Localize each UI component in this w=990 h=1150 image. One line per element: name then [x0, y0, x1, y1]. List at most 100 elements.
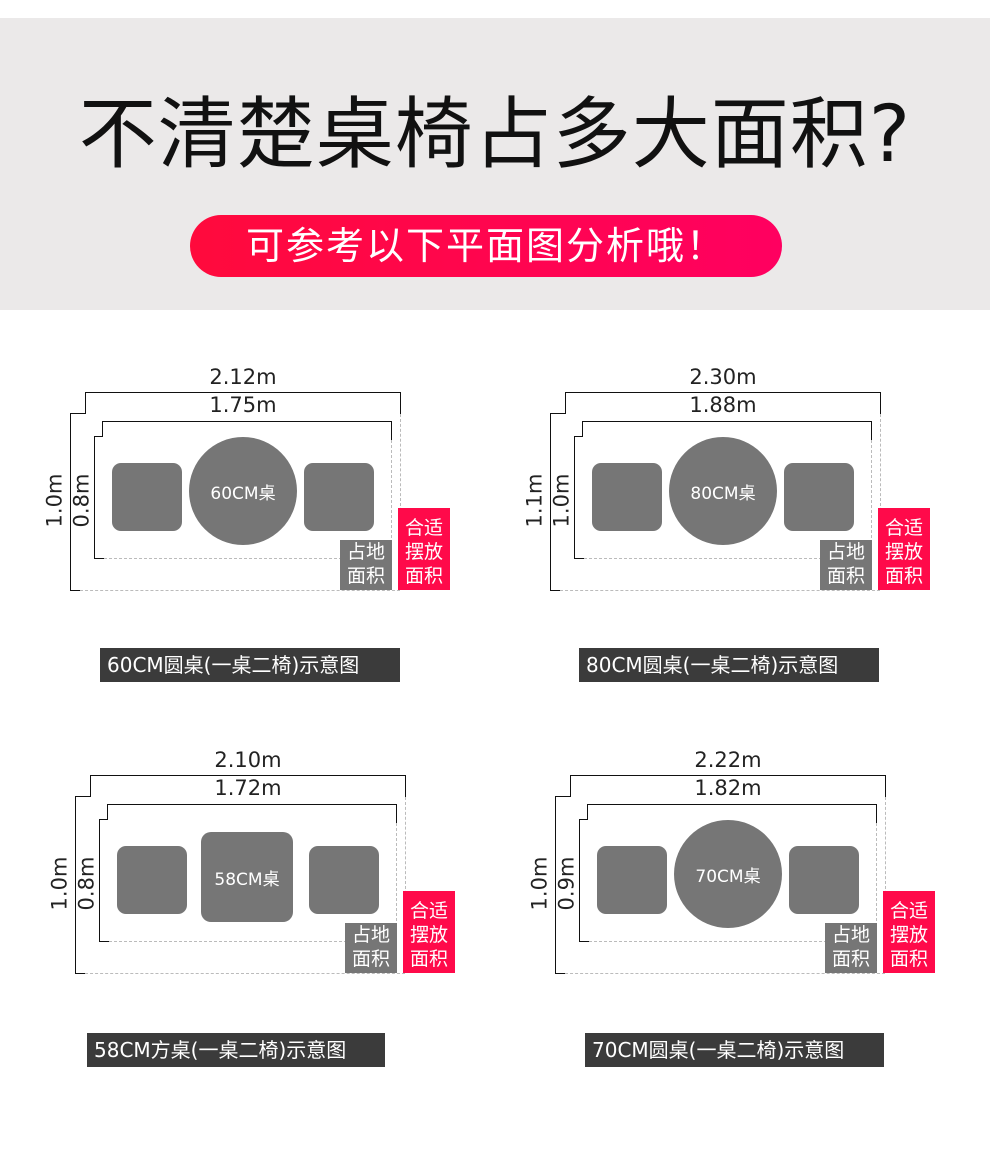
suitable-line-2: 摆放	[404, 541, 443, 563]
inner-depth-label: 1.0m	[549, 473, 574, 528]
suitable-line-1: 合适	[404, 517, 443, 539]
table-label: 60CM桌	[210, 483, 276, 504]
inner-bottom-tick	[579, 941, 589, 942]
inner-width-label: 1.82m	[694, 776, 762, 800]
suitable-line-1: 合适	[884, 517, 923, 539]
floor-plan-panel: 2.10m 1.72m 1.0m 0.8m 58CM桌 占地 面积 合适 摆放 …	[48, 743, 475, 1073]
outer-depth-label: 1.0m	[47, 856, 72, 911]
outer-left-line	[550, 413, 551, 590]
table-label: 70CM桌	[695, 866, 761, 887]
suitable-area-tag: 合适 摆放 面积	[398, 508, 450, 590]
floor-plan-panel: 2.12m 1.75m 1.0m 0.8m 60CM桌 占地 面积 合适 摆放 …	[43, 360, 470, 690]
outer-step	[555, 796, 571, 797]
table-round: 80CM桌	[669, 437, 777, 545]
outer-top-line	[90, 775, 406, 776]
outer-right-line	[885, 775, 886, 797]
outer-width-label: 2.30m	[689, 365, 757, 389]
footprint-line-2: 面积	[351, 948, 390, 970]
inner-depth-label: 0.9m	[554, 856, 579, 911]
inner-step	[574, 436, 583, 437]
table-round: 60CM桌	[189, 437, 297, 545]
inner-step	[587, 804, 588, 819]
outer-step	[90, 775, 91, 796]
outer-bottom-tick	[550, 590, 560, 591]
outer-depth-label: 1.0m	[527, 856, 552, 911]
outer-step	[565, 392, 566, 413]
table-label: 80CM桌	[690, 483, 756, 504]
outer-step	[570, 775, 571, 796]
inner-top-line	[102, 421, 392, 422]
chair-right	[789, 846, 859, 914]
inner-right-dashed	[871, 440, 872, 558]
footprint-line-1: 占地	[351, 924, 390, 946]
outer-bottom-tick	[70, 590, 80, 591]
suitable-area-tag: 合适 摆放 面积	[403, 891, 455, 973]
suitable-line-1: 合适	[889, 900, 928, 922]
diagram-caption: 60CM圆桌(一桌二椅)示意图	[100, 648, 400, 682]
outer-bottom-dashed	[560, 590, 880, 591]
chair-right	[309, 846, 379, 914]
suitable-area-tag: 合适 摆放 面积	[883, 891, 935, 973]
outer-top-line	[565, 392, 881, 393]
inner-bottom-dashed	[589, 941, 877, 942]
footprint-line-1: 占地	[346, 541, 385, 563]
outer-bottom-dashed	[80, 590, 400, 591]
inner-step	[579, 819, 588, 820]
outer-step	[70, 413, 86, 414]
floor-plan-panel: 2.22m 1.82m 1.0m 0.9m 70CM桌 占地 面积 合适 摆放 …	[528, 743, 955, 1073]
outer-right-dashed	[400, 414, 401, 590]
inner-right-dashed	[396, 823, 397, 941]
inner-width-label: 1.88m	[689, 393, 757, 417]
outer-top-line	[570, 775, 886, 776]
inner-bottom-tick	[574, 558, 584, 559]
outer-right-dashed	[885, 797, 886, 973]
outer-right-line	[880, 392, 881, 414]
suitable-line-2: 摆放	[884, 541, 923, 563]
inner-bottom-tick	[99, 941, 109, 942]
page-title: 不清楚桌椅占多大面积?	[78, 90, 912, 180]
inner-depth-label: 0.8m	[74, 856, 99, 911]
chair-left	[112, 463, 182, 531]
inner-bottom-dashed	[104, 558, 392, 559]
inner-left-line	[94, 436, 95, 558]
suitable-line-3: 面积	[884, 565, 923, 587]
outer-width-label: 2.12m	[209, 365, 277, 389]
table-square: 58CM桌	[201, 832, 293, 922]
table-round: 70CM桌	[674, 820, 782, 928]
footprint-tag: 占地 面积	[345, 923, 397, 973]
inner-top-line	[582, 421, 872, 422]
inner-right-line	[396, 804, 397, 823]
footprint-line-2: 面积	[831, 948, 870, 970]
suitable-line-3: 面积	[409, 948, 448, 970]
inner-bottom-dashed	[584, 558, 872, 559]
inner-step	[94, 436, 103, 437]
outer-step	[550, 413, 566, 414]
outer-right-dashed	[880, 414, 881, 590]
outer-right-line	[405, 775, 406, 797]
suitable-line-3: 面积	[889, 948, 928, 970]
suitable-line-2: 摆放	[409, 924, 448, 946]
outer-depth-label: 1.1m	[522, 473, 547, 528]
outer-bottom-tick	[75, 973, 85, 974]
header-banner: 不清楚桌椅占多大面积? 可参考以下平面图分析哦！	[0, 18, 990, 310]
inner-right-dashed	[876, 823, 877, 941]
suitable-line-1: 合适	[409, 900, 448, 922]
floor-plan-panel: 2.30m 1.88m 1.1m 1.0m 80CM桌 占地 面积 合适 摆放 …	[523, 360, 950, 690]
inner-left-line	[99, 819, 100, 941]
inner-top-line	[107, 804, 397, 805]
inner-right-dashed	[391, 440, 392, 558]
outer-width-label: 2.22m	[694, 748, 762, 772]
inner-depth-label: 0.8m	[69, 473, 94, 528]
outer-step	[75, 796, 91, 797]
chair-right	[784, 463, 854, 531]
footprint-tag: 占地 面积	[340, 540, 392, 590]
outer-left-line	[555, 796, 556, 973]
inner-bottom-tick	[94, 558, 104, 559]
chair-left	[117, 846, 187, 914]
outer-right-dashed	[405, 797, 406, 973]
outer-bottom-dashed	[565, 973, 885, 974]
outer-step	[85, 392, 86, 413]
outer-bottom-dashed	[85, 973, 405, 974]
inner-bottom-dashed	[109, 941, 397, 942]
